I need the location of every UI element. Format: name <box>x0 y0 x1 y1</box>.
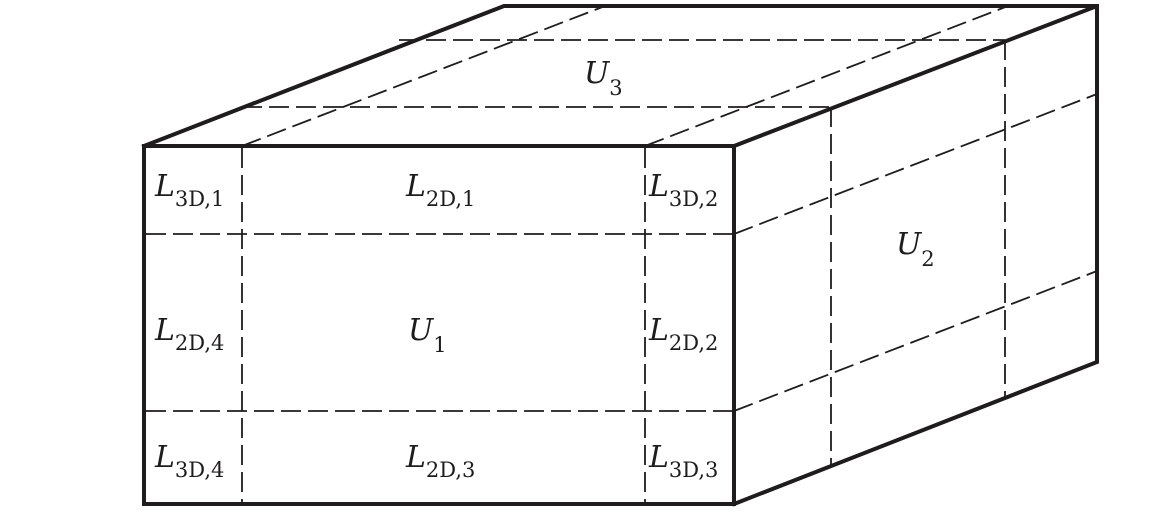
region-labels: L3D,1 L2D,1 L3D,2 L2D,4 U1 L2D,2 L3D,4 L… <box>154 56 935 482</box>
label-U1: U1 <box>408 313 447 357</box>
top-dash-diagonal-right <box>644 5 1009 147</box>
label-U2: U2 <box>896 227 935 271</box>
label-L3D-4: L3D,4 <box>154 440 224 482</box>
label-L2D-3: L2D,3 <box>405 440 475 482</box>
top-dash-diagonal-left <box>241 5 606 147</box>
right-face-outline <box>731 4 1099 507</box>
front-face-outline <box>142 144 736 506</box>
partition-lines <box>146 5 1098 502</box>
label-L2D-4: L2D,4 <box>154 313 224 355</box>
top-face-outline <box>141 4 1098 149</box>
label-L2D-2: L2D,2 <box>648 313 718 355</box>
label-L3D-1: L3D,1 <box>154 169 224 211</box>
box-edges <box>141 4 1099 507</box>
label-L3D-2: L3D,2 <box>648 169 718 211</box>
right-dash-diagonal-bottom <box>733 270 1098 412</box>
label-U3: U3 <box>584 56 623 100</box>
label-L2D-1: L2D,1 <box>405 169 475 211</box>
right-dash-diagonal-top <box>733 93 1098 235</box>
label-L3D-3: L3D,3 <box>648 440 718 482</box>
